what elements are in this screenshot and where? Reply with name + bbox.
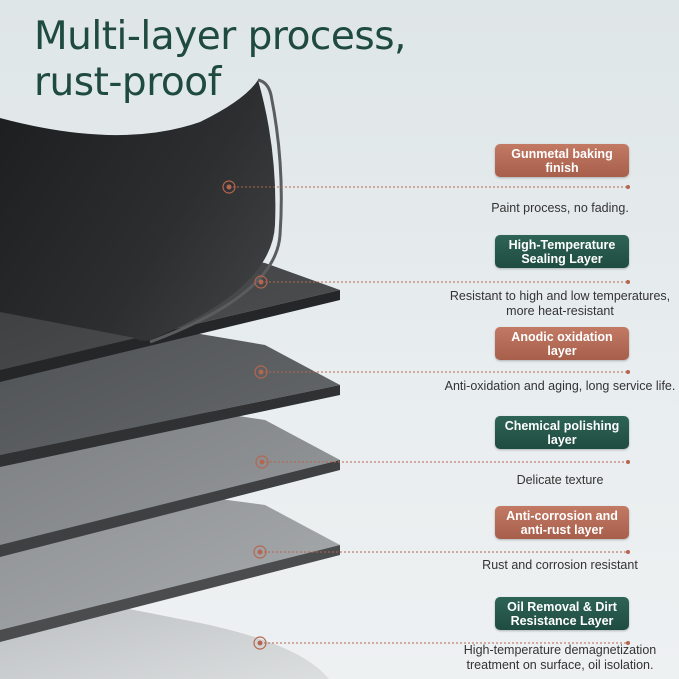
layer-5-description: Rust and corrosion resistant bbox=[482, 558, 638, 572]
layer-6-label: Oil Removal & Dirt Resistance Layer bbox=[507, 599, 617, 628]
connector-end-dots bbox=[626, 185, 630, 645]
layer-1-curled-sheet bbox=[0, 78, 283, 344]
layer-4-label: Chemical polishing layer bbox=[504, 418, 620, 447]
layer-4-badge: Chemical polishing layer bbox=[495, 416, 629, 449]
layer-1-label: Gunmetal baking finish bbox=[511, 146, 613, 175]
layer-1-badge: Gunmetal baking finish bbox=[495, 144, 629, 177]
layer-3-label: Anodic oxidation layer bbox=[511, 329, 613, 358]
headline-line-1: Multi-layer process, bbox=[34, 14, 406, 59]
layer-1-description: Paint process, no fading. bbox=[491, 201, 629, 215]
layer-2-badge: High-Temperature Sealing Layer bbox=[495, 235, 629, 268]
layer-5-badge: Anti-corrosion and anti-rust layer bbox=[495, 506, 629, 539]
layer-3-badge: Anodic oxidation layer bbox=[495, 327, 629, 360]
layer-6-badge: Oil Removal & Dirt Resistance Layer bbox=[495, 597, 629, 630]
layer-4-description: Delicate texture bbox=[516, 473, 604, 487]
layer-2-label: High-Temperature Sealing Layer bbox=[508, 237, 616, 266]
headline: Multi-layer process, rust-proof bbox=[34, 14, 406, 106]
layer-3-description: Anti-oxidation and aging, long service l… bbox=[444, 379, 676, 393]
layer-5-label: Anti-corrosion and anti-rust layer bbox=[506, 508, 618, 537]
layer-2-description: Resistant to high and low temperatures, … bbox=[449, 289, 671, 318]
layer-marker-dots bbox=[222, 180, 269, 650]
headline-line-2: rust-proof bbox=[34, 60, 221, 105]
layer-6-description: High-temperature demagnetization treatme… bbox=[463, 643, 657, 672]
connector-lines bbox=[229, 186, 628, 644]
